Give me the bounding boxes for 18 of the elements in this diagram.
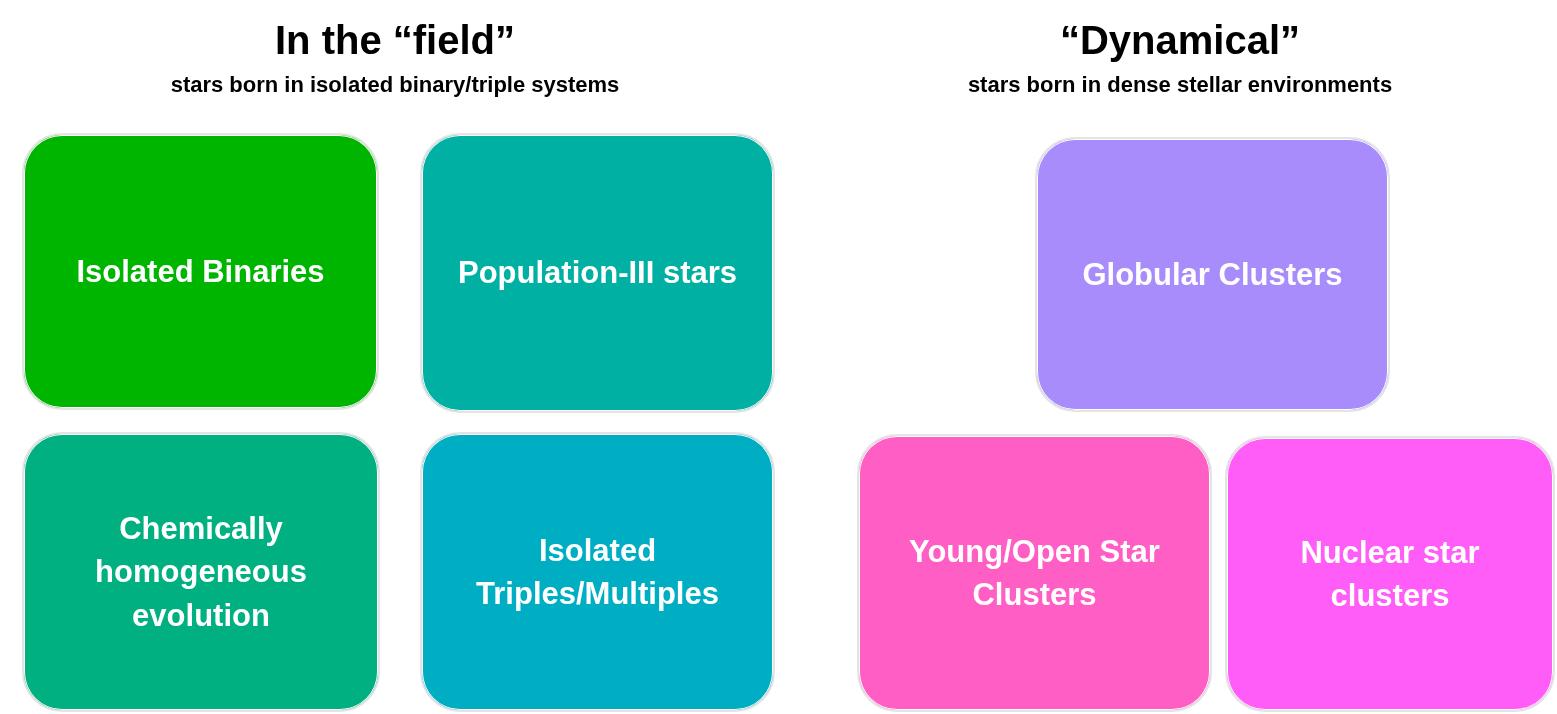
section-subtitle: stars born in isolated binary/triple systems bbox=[170, 72, 620, 98]
category-label: Isolated Binaries bbox=[75, 252, 326, 291]
category-box bbox=[1225, 436, 1555, 712]
section-heading: “Dynamical” bbox=[1059, 18, 1301, 63]
category-box bbox=[857, 434, 1212, 712]
category-box bbox=[1035, 137, 1390, 412]
section-heading: In the “field” bbox=[275, 18, 515, 63]
category-label: Isolated Triples/Multiples bbox=[475, 531, 720, 613]
category-box bbox=[420, 133, 775, 413]
category-label: Chemically homogeneous evolution bbox=[94, 509, 308, 635]
category-label: Globular Clusters bbox=[1081, 255, 1344, 294]
category-box bbox=[22, 133, 379, 410]
category-label: Young/Open Star Clusters bbox=[908, 532, 1161, 614]
section-subtitle: stars born in dense stellar environments bbox=[967, 72, 1393, 98]
category-label: Population-III stars bbox=[457, 254, 738, 293]
category-label: Nuclear star clusters bbox=[1299, 533, 1481, 615]
category-box bbox=[420, 432, 775, 712]
category-box bbox=[22, 432, 380, 712]
